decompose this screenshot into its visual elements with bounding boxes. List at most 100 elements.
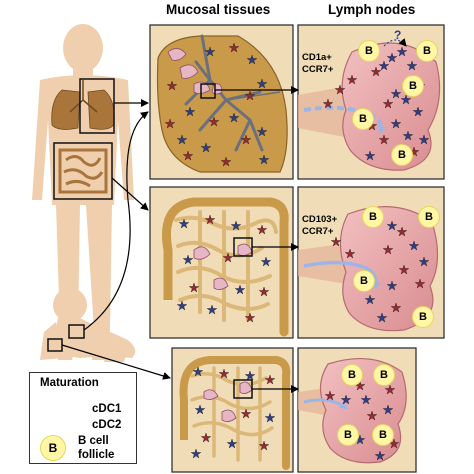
cdc1-cell	[398, 264, 410, 275]
cdc1-cell	[256, 224, 268, 235]
question-mark: ?	[394, 28, 402, 42]
cdc2-cell	[230, 220, 242, 231]
cdc2-cell	[376, 312, 388, 323]
cdc1-cell	[200, 432, 212, 443]
intestine-marker-line2: CCR7+	[302, 226, 334, 237]
cdc2-cell	[396, 46, 408, 57]
lung-alveoli	[167, 48, 223, 95]
b-cell-follicle: B	[372, 424, 394, 446]
cdc2-cell	[412, 106, 424, 117]
header-mucosal-tissues: Mucosal tissues	[166, 2, 271, 17]
cdc2-cell	[200, 142, 212, 153]
cdc2-cell	[382, 404, 394, 415]
infant-intestine-patches	[203, 381, 253, 422]
cdc2-cell	[374, 450, 386, 461]
cdc2-cell	[418, 134, 430, 145]
b-cell-follicle: B	[358, 40, 380, 62]
b-cell-follicle: B	[402, 75, 424, 97]
cdc2-cell	[364, 150, 376, 161]
legend-b-cell-symbol: B	[40, 435, 66, 461]
infant-intestine-tissue	[179, 356, 291, 470]
adult-intestine-tissue	[162, 197, 289, 337]
cdc2-cell	[176, 300, 188, 311]
cdc2-cell	[390, 88, 402, 99]
legend-follicle-label: follicle	[78, 449, 115, 461]
b-cell-follicle: B	[391, 144, 413, 166]
cdc2-cell	[418, 256, 430, 267]
baby-box-upper	[68, 324, 85, 339]
cdc1-cell	[164, 118, 176, 129]
b-cell-follicle: B	[416, 40, 438, 62]
cdc1-cell	[370, 66, 382, 77]
cdc1-cell	[264, 374, 276, 385]
cdc1-cell	[382, 98, 394, 109]
cdc1-cell	[346, 74, 358, 85]
b-cell-follicle: B	[418, 206, 440, 228]
cdc2-cell	[386, 280, 398, 291]
cdc2-cell	[360, 394, 372, 405]
adult-intestine-patches	[193, 243, 253, 290]
baby-silhouette	[40, 288, 136, 362]
cdc1-cell	[188, 282, 200, 293]
legend: Maturation cDC1 cDC2 B B cell follicle	[29, 372, 137, 464]
intestine-highlight-box	[53, 142, 113, 200]
cdc1-cell	[220, 156, 232, 167]
cdc2-cell	[390, 118, 402, 129]
cdc1-cell	[240, 408, 252, 419]
dendritic-cells	[44, 42, 430, 461]
cdc1-cell	[382, 244, 394, 255]
arrow-baby-to-intestine-panel	[61, 344, 171, 380]
b-cell-follicle: B	[362, 206, 384, 228]
cdc1-cell	[208, 116, 220, 127]
cdc1-cell	[334, 84, 346, 95]
b-cell-follicle: B	[352, 108, 374, 130]
header-lymph-nodes: Lymph nodes	[328, 2, 416, 17]
cdc2-cell	[378, 60, 390, 71]
adult-intestine	[58, 148, 108, 194]
cdc1-cell	[218, 368, 230, 379]
cdc1-cell	[324, 390, 336, 401]
cdc2-cell	[258, 154, 270, 165]
cdc1-cell	[390, 302, 402, 313]
cdc1-cell	[244, 312, 256, 323]
cdc2-cell	[400, 94, 412, 105]
intestine-marker-line1: CD103+	[302, 214, 338, 225]
cdc2-cell	[176, 134, 188, 145]
cdc2-cell	[340, 394, 352, 405]
cdc2-cell	[234, 284, 246, 295]
cdc1-cell	[258, 440, 270, 451]
cdc1-cell	[366, 410, 378, 421]
legend-cdc2-label: cDC2	[92, 419, 122, 431]
cdc2-cell	[184, 106, 196, 117]
lung-question-arrow	[383, 38, 407, 47]
cdc1-cell	[244, 90, 256, 101]
cdc1-cell	[204, 214, 216, 225]
cdc1-cell	[240, 134, 252, 145]
cdc2-cell	[260, 256, 272, 267]
cdc1-cell	[222, 252, 234, 263]
cdc2-cell	[386, 52, 398, 63]
cdc1-cell	[414, 278, 426, 289]
cdc1-cell	[258, 286, 270, 297]
cdc2-cell	[246, 54, 258, 65]
cdc2-cell	[256, 78, 268, 89]
cdc2-cell	[204, 46, 216, 57]
cdc2-cell	[228, 112, 240, 123]
cdc1-cell	[182, 150, 194, 161]
cdc1-cell	[228, 42, 240, 53]
cdc1-cell	[344, 248, 356, 259]
cdc1-cell	[166, 80, 178, 91]
cdc2-cell	[178, 218, 190, 229]
cdc2-cell	[244, 370, 256, 381]
lung-zoom-box	[200, 83, 216, 99]
b-cell-follicle: B	[412, 306, 434, 328]
cdc2-cell	[190, 448, 202, 459]
b-cell-follicle: B	[341, 364, 363, 386]
cdc2-cell	[406, 60, 418, 71]
cdc2-cell	[364, 294, 376, 305]
legend-b-cell-label: B cell	[78, 435, 109, 447]
cdc2-cell	[256, 126, 268, 137]
b-cell-follicle: B	[373, 364, 395, 386]
adult-lungs	[51, 80, 115, 130]
